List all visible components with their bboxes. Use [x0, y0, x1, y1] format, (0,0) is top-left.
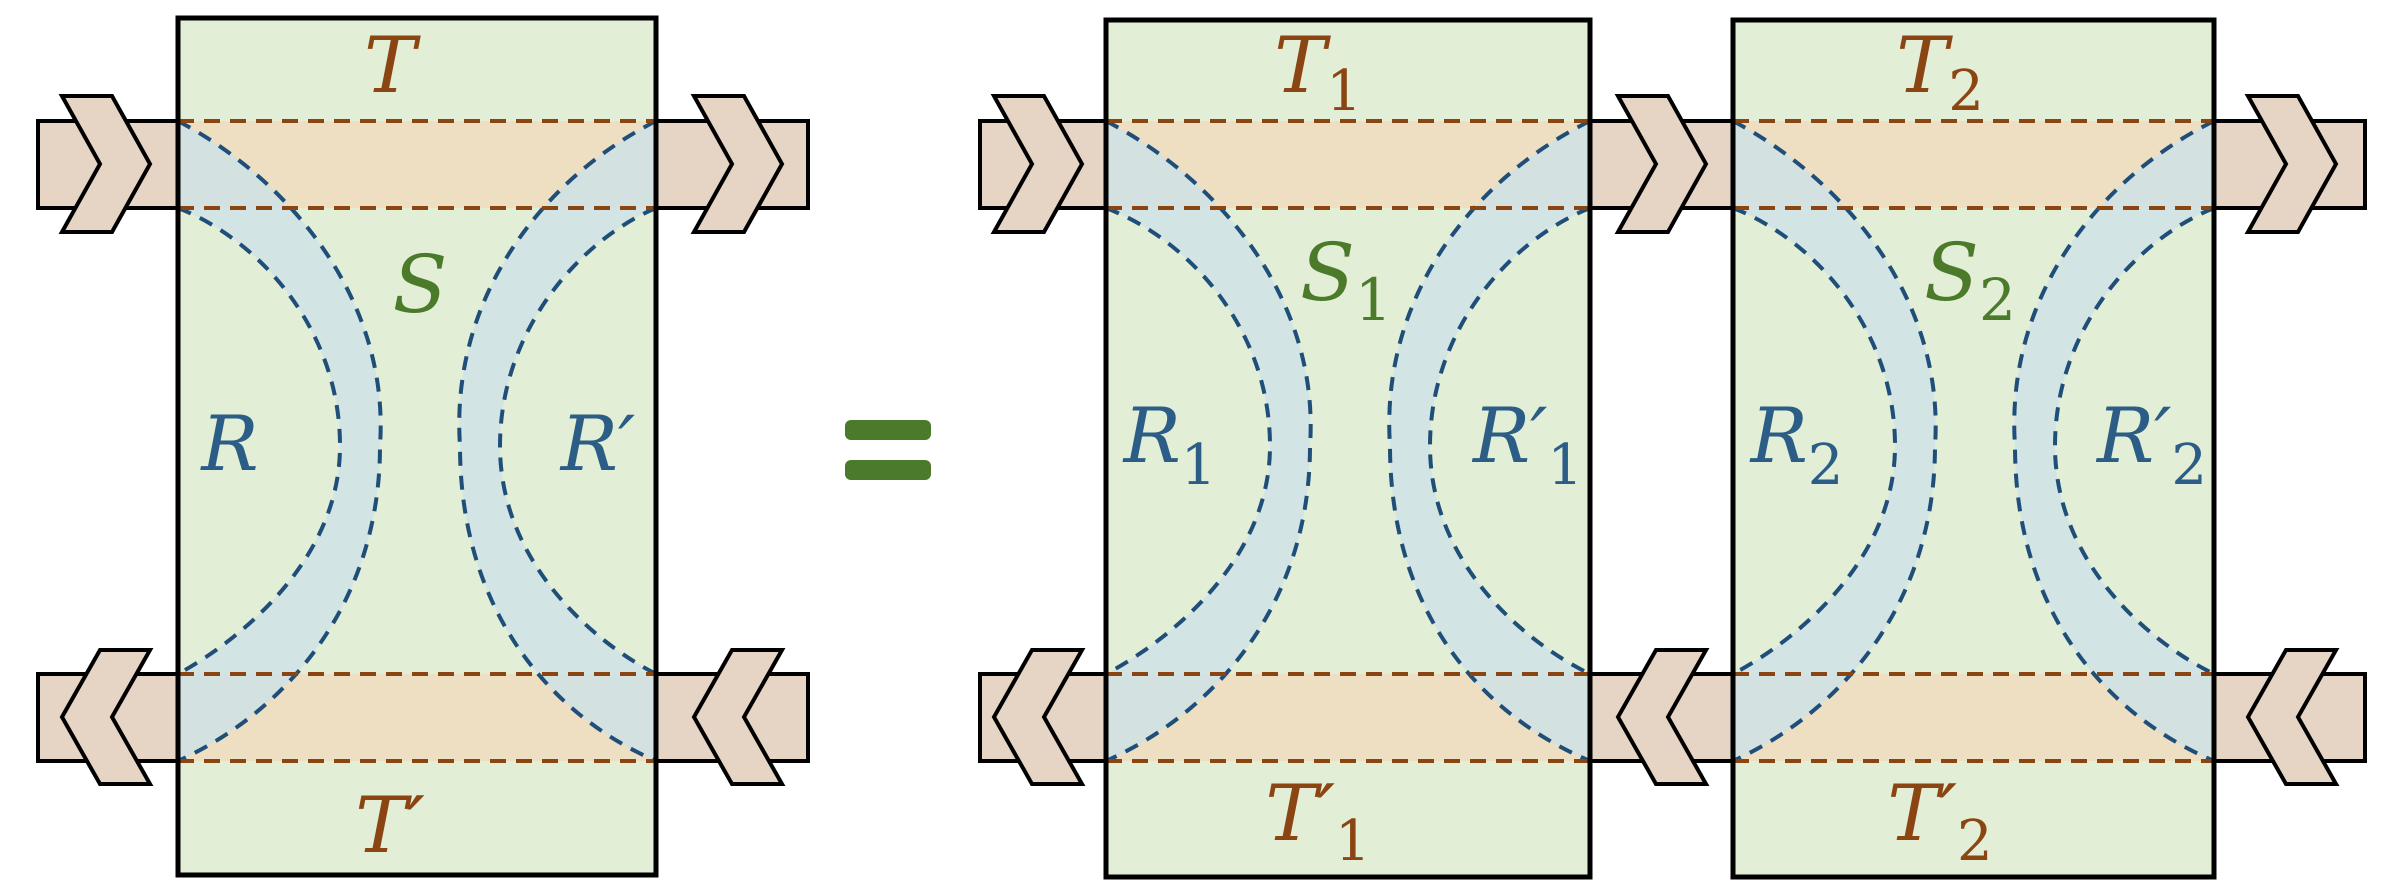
label-T-prime: T′2 — [1887, 769, 1992, 874]
chevron-right-icon — [1614, 94, 1709, 234]
box-outline — [1103, 17, 1593, 880]
label-T: T2 — [1896, 21, 1984, 124]
label-R-prime: R′ — [559, 399, 635, 488]
box-outline — [175, 15, 659, 878]
label-R-prime: R′1 — [1471, 391, 1583, 498]
label-S-main: S — [1924, 226, 1979, 319]
arc-R-inner — [1732, 206, 1898, 676]
arc-R-prime-inner — [2052, 206, 2215, 676]
equals-sign — [845, 420, 931, 480]
arc-R-inner — [177, 206, 343, 676]
label-R: R2 — [1749, 391, 1844, 498]
panel-left: T T′ S R R′ — [36, 15, 810, 878]
label-T: T1 — [1274, 21, 1362, 124]
arc-R-outer — [177, 119, 383, 763]
arc-R-outer — [1105, 119, 1313, 763]
label-T-prime-sub: 2 — [1957, 809, 1993, 874]
label-T-main: T — [1896, 21, 1953, 111]
label-T-prime-main: T′ — [1265, 769, 1335, 859]
chevron-right-icon — [2244, 94, 2339, 234]
chevron-left-icon — [2245, 648, 2340, 786]
label-R-main: R — [1122, 391, 1181, 480]
arc-R-prime-inner — [1427, 206, 1591, 676]
arc-R-prime-inner — [497, 206, 657, 676]
chevron-left-icon — [691, 648, 786, 786]
label-R-prime-main: R′ — [1471, 391, 1547, 480]
arc-R-prime-outer — [1387, 119, 1591, 763]
arc-region-R — [1733, 121, 1936, 761]
label-T-prime: T′1 — [1265, 769, 1370, 874]
label-R-prime-main: R′ — [2095, 391, 2171, 480]
arc-R-inner — [1105, 206, 1273, 676]
label-S: S — [393, 238, 448, 331]
chevron-left-icon — [59, 648, 154, 786]
label-T-sub: 2 — [1948, 59, 1984, 124]
equals-bar-top — [845, 420, 931, 440]
chevron-left-icon — [1615, 648, 1710, 786]
arc-region-R — [1106, 121, 1311, 761]
label-T-main: T — [1274, 21, 1331, 111]
arc-R-outer — [1732, 119, 1938, 763]
label-R-prime: R′2 — [2095, 391, 2207, 498]
label-S-main: S — [1300, 226, 1355, 319]
chevron-right-icon — [690, 94, 785, 234]
arc-region-R-prime — [2014, 121, 2214, 761]
label-T-sub: 1 — [1326, 59, 1362, 124]
panel-2: T2 T′2 S2 R2 R′2 — [1730, 17, 2217, 880]
label-S-sub: 1 — [1355, 266, 1392, 334]
panel-1: T1 T′1 S1 R1 R′1 — [1103, 17, 1593, 880]
box-outline — [1730, 17, 2217, 880]
label-R: R — [199, 399, 258, 488]
chevron-left-icon — [991, 648, 1086, 786]
label-R-main: R — [1749, 391, 1808, 480]
label-R: R1 — [1122, 391, 1217, 498]
label-S-sub: 2 — [1979, 266, 2016, 334]
label-R-sub: 1 — [1181, 433, 1217, 498]
arc-region-R-prime — [459, 121, 656, 761]
arc-R-prime-outer — [2012, 119, 2215, 763]
arc-region-R-prime — [1389, 121, 1590, 761]
label-T-prime: T′ — [355, 781, 425, 871]
label-R-prime-sub: 2 — [2171, 433, 2207, 498]
label-S: S1 — [1300, 226, 1392, 334]
label-R-sub: 2 — [1808, 433, 1844, 498]
label-T-prime-sub: 1 — [1335, 809, 1371, 874]
label-R-prime-sub: 1 — [1547, 433, 1583, 498]
chevron-right-icon — [990, 94, 1085, 234]
label-T-prime-main: T′ — [1887, 769, 1957, 859]
label-S: S2 — [1924, 226, 2016, 334]
label-T: T — [364, 21, 421, 111]
chevron-right-icon — [58, 94, 153, 234]
arc-R-prime-outer — [457, 119, 657, 763]
equals-bar-bottom — [845, 460, 931, 480]
arc-region-R — [178, 121, 381, 761]
